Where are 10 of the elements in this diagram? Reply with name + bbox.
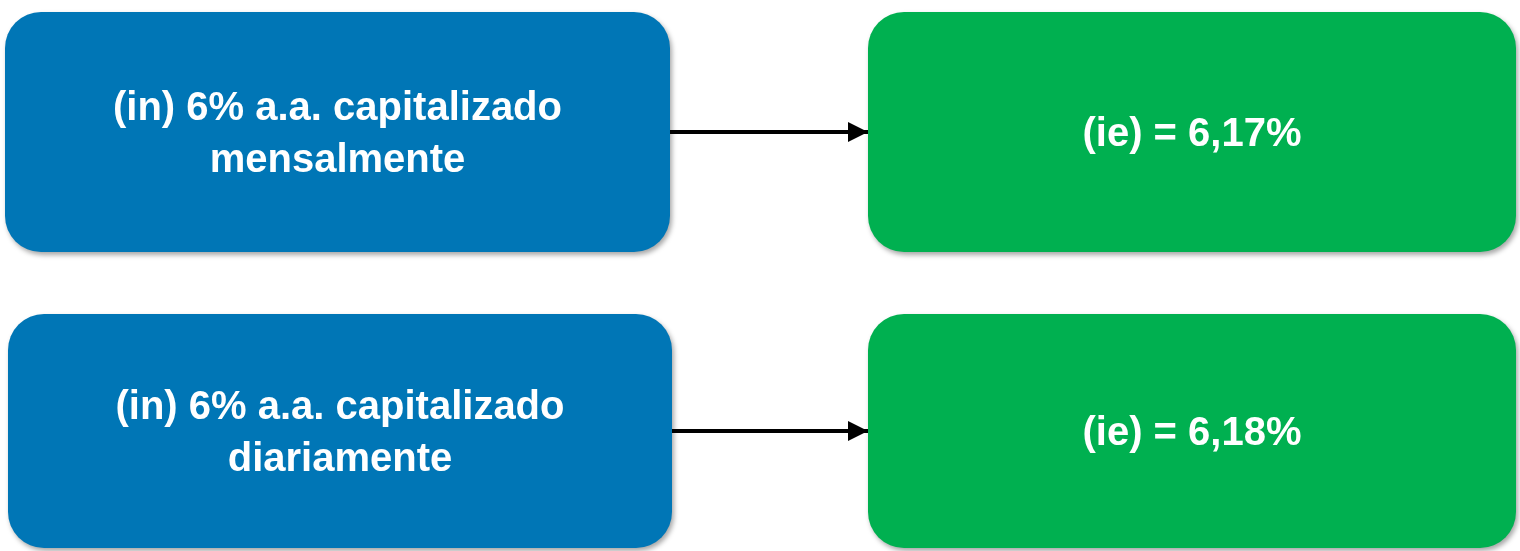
box-text: (ie) = 6,18% [1082, 408, 1302, 455]
result-box [868, 314, 1516, 548]
box-text: (ie) = 6,17% [1082, 109, 1302, 156]
box-text: (in) 6% a.a. capitalizado diariamente [114, 382, 566, 481]
arrow [670, 122, 868, 142]
rate-box [5, 12, 670, 252]
rate-box [8, 314, 672, 548]
arrow [672, 421, 868, 441]
result-box [868, 12, 1516, 252]
box-text: (in) 6% a.a. capitalizado mensalmente [112, 83, 563, 182]
